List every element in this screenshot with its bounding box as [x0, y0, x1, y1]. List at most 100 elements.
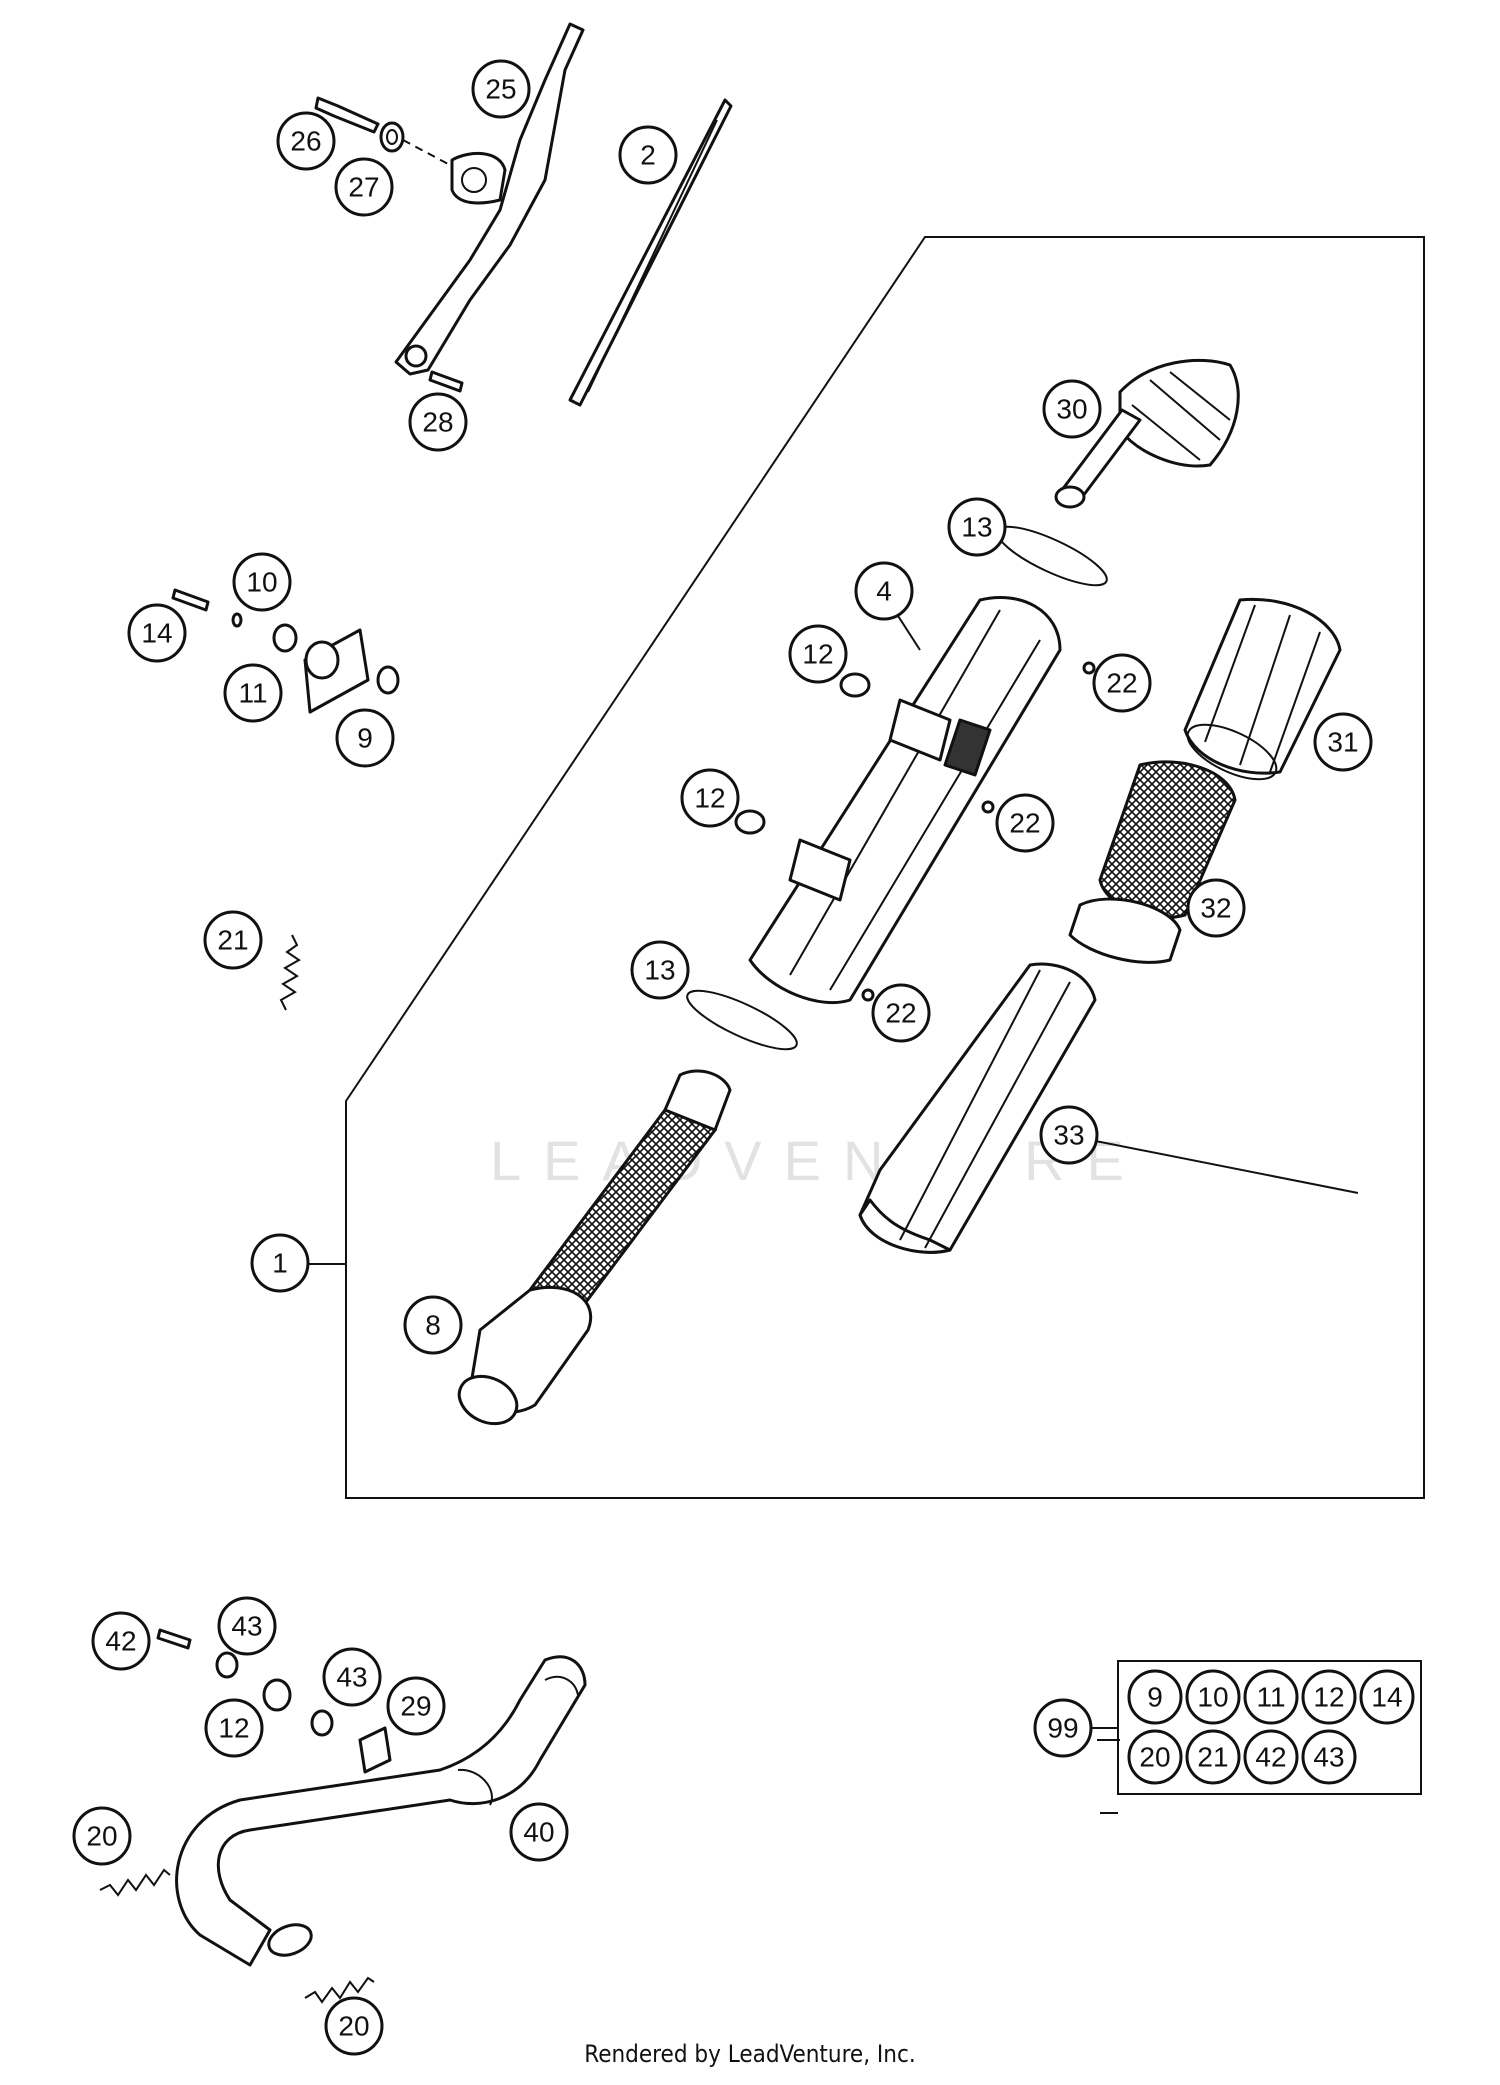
- kit-99-box: [1117, 1660, 1422, 1795]
- kit-99-item[interactable]: 14: [1359, 1669, 1415, 1725]
- part-2-gasket-strip: [568, 98, 733, 407]
- callout-14[interactable]: 14: [127, 603, 187, 663]
- svg-text:22: 22: [1009, 808, 1040, 839]
- svg-text:31: 31: [1327, 727, 1358, 758]
- part-29-bracket: [358, 1726, 392, 1774]
- part-12-nut-upper: [839, 672, 871, 698]
- callout-12-lower[interactable]: 12: [204, 1698, 264, 1758]
- svg-text:12: 12: [802, 639, 833, 670]
- callout-10[interactable]: 10: [232, 552, 292, 612]
- callout-4[interactable]: 4: [854, 561, 914, 621]
- svg-text:11: 11: [238, 678, 267, 709]
- part-4-muffler-body: [748, 595, 1062, 1005]
- callout-9[interactable]: 9: [335, 708, 395, 768]
- callout-2[interactable]: 2: [618, 125, 678, 185]
- callout-11[interactable]: 11: [223, 663, 283, 723]
- svg-text:13: 13: [644, 955, 675, 986]
- callout-33[interactable]: 33: [1039, 1105, 1099, 1165]
- svg-text:1: 1: [272, 1248, 288, 1279]
- callout-13-upper[interactable]: 13: [947, 497, 1007, 557]
- svg-text:20: 20: [86, 1821, 117, 1852]
- callout-32[interactable]: 32: [1186, 878, 1246, 938]
- svg-text:43: 43: [336, 1662, 367, 1693]
- part-9-clamp: [303, 628, 400, 714]
- callout-25[interactable]: 25: [471, 59, 531, 119]
- part-12-nut-middle: [734, 809, 766, 835]
- callout-30[interactable]: 30: [1042, 379, 1102, 439]
- kit-99-item[interactable]: 9: [1127, 1669, 1183, 1725]
- svg-text:4: 4: [876, 576, 892, 607]
- callout-43-b[interactable]: 43: [322, 1647, 382, 1707]
- kit-99-item[interactable]: 21: [1185, 1729, 1241, 1785]
- watermark: LEADVENTURE: [490, 1129, 1146, 1192]
- callout-12-upper[interactable]: 12: [788, 624, 848, 684]
- part-8-inner-pipe: [457, 1069, 732, 1426]
- svg-text:21: 21: [217, 925, 248, 956]
- part-13-ring-upper: [996, 525, 1108, 587]
- kit-99-item[interactable]: 42: [1243, 1729, 1299, 1785]
- kit-99-item[interactable]: 43: [1301, 1729, 1357, 1785]
- callout-29[interactable]: 29: [386, 1676, 446, 1736]
- callout-42[interactable]: 42: [91, 1611, 151, 1671]
- callout-12-middle[interactable]: 12: [680, 768, 740, 828]
- callout-22-lower[interactable]: 22: [871, 983, 931, 1043]
- muffler-assembly-frame: [345, 236, 1425, 1499]
- part-25-bracket: [394, 22, 585, 376]
- svg-text:20: 20: [338, 2011, 369, 2042]
- part-11-grommet: [272, 623, 298, 653]
- callout-27[interactable]: 27: [334, 157, 394, 217]
- part-40-header-pipe: [175, 1655, 587, 1967]
- watermark-text: LEADVENTURE: [490, 1129, 1146, 1192]
- callout-99[interactable]: 99: [1033, 1698, 1093, 1758]
- callout-22-upper[interactable]: 22: [1092, 653, 1152, 713]
- svg-text:29: 29: [400, 1691, 431, 1722]
- callout-20-upper[interactable]: 20: [72, 1806, 132, 1866]
- kit-99-item[interactable]: 12: [1301, 1669, 1357, 1725]
- callout-8[interactable]: 8: [403, 1295, 463, 1355]
- callout-1[interactable]: 1: [250, 1233, 310, 1293]
- svg-text:28: 28: [422, 407, 453, 438]
- part-31-sleeve: [1183, 597, 1342, 781]
- part-22-screw-middle: [981, 800, 995, 814]
- part-14-bolt: [171, 588, 210, 612]
- svg-text:99: 99: [1047, 1713, 1078, 1744]
- part-13-ring-lower: [686, 989, 798, 1051]
- part-20-spring-upper: [99, 1868, 171, 1897]
- part-43-washer-a: [215, 1651, 239, 1679]
- callout-26[interactable]: 26: [276, 111, 336, 171]
- callout-28[interactable]: 28: [408, 392, 468, 452]
- callout-40[interactable]: 40: [509, 1802, 569, 1862]
- svg-text:12: 12: [218, 1713, 249, 1744]
- kit-99-item[interactable]: 20: [1127, 1729, 1183, 1785]
- svg-text:30: 30: [1056, 394, 1087, 425]
- callout-43-a[interactable]: 43: [217, 1596, 277, 1656]
- svg-text:12: 12: [694, 783, 725, 814]
- kit-99-item[interactable]: 11: [1243, 1669, 1299, 1725]
- part-26-bolt: [314, 96, 380, 134]
- part-22-screw-lower: [861, 988, 875, 1002]
- part-42-bolt: [156, 1628, 192, 1650]
- svg-text:25: 25: [485, 74, 516, 105]
- svg-text:14: 14: [141, 618, 172, 649]
- svg-text:21: 21: [1197, 1742, 1228, 1773]
- svg-text:13: 13: [961, 512, 992, 543]
- callout-31[interactable]: 31: [1313, 712, 1373, 772]
- svg-text:32: 32: [1200, 893, 1231, 924]
- callout-22-middle[interactable]: 22: [995, 793, 1055, 853]
- footer-credit: Rendered by LeadVenture, Inc.: [584, 2040, 916, 2068]
- kit-99-item[interactable]: 10: [1185, 1669, 1241, 1725]
- svg-text:11: 11: [1256, 1682, 1285, 1713]
- part-30-end-cap: [1054, 358, 1240, 509]
- callout-13-lower[interactable]: 13: [630, 940, 690, 1000]
- part-10-washer: [231, 612, 243, 628]
- callout-21[interactable]: 21: [203, 910, 263, 970]
- svg-text:43: 43: [1313, 1742, 1344, 1773]
- svg-text:22: 22: [1106, 668, 1137, 699]
- svg-text:8: 8: [425, 1310, 441, 1341]
- svg-text:2: 2: [640, 140, 656, 171]
- svg-text:42: 42: [1255, 1742, 1286, 1773]
- callout-20-lower[interactable]: 20: [324, 1996, 384, 2056]
